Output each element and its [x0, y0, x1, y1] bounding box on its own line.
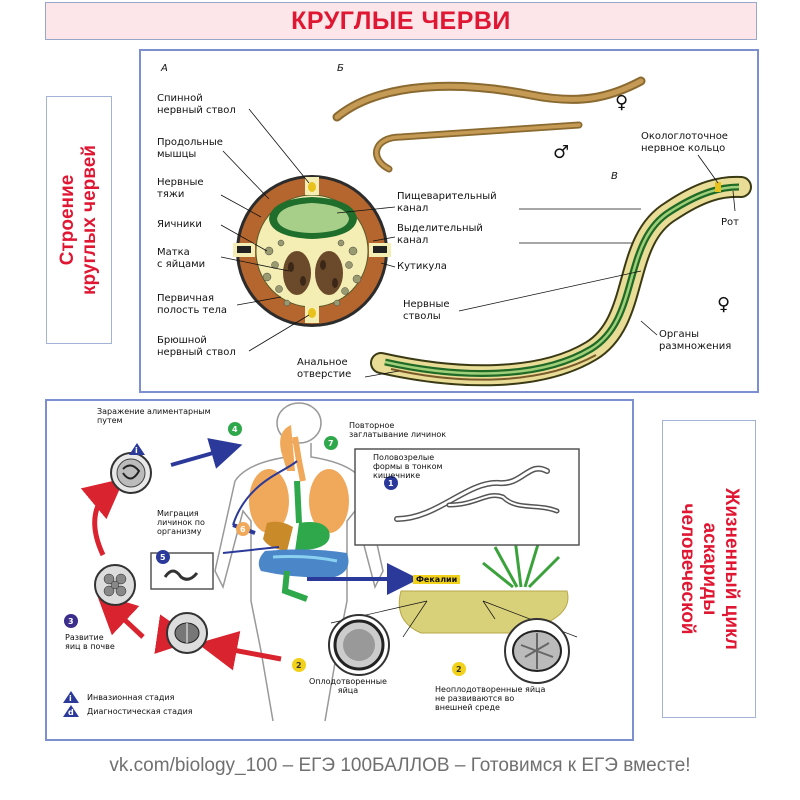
step-1: 1 [388, 479, 394, 488]
step-4: 4 [232, 425, 238, 434]
label-feces: Фекалии [413, 575, 461, 584]
fertilized-egg-magnified [328, 614, 390, 676]
legend-diagnostic-icon [63, 705, 79, 717]
step-5: 5 [160, 553, 166, 562]
footer-text: vk.com/biology_100 – ЕГЭ 100БАЛЛОВ – Гот… [109, 755, 691, 776]
label-ovaries: Яичники [157, 219, 202, 230]
right-caption-box: Жизненный цикл аскариды человеческой [662, 420, 756, 718]
female-symbol-b: ♀ [615, 92, 629, 113]
lifecycle-panel: 4 7 6 5 3 2 2 1 i i d Заражение алимента… [45, 399, 634, 741]
cross-section-diagram [233, 175, 391, 327]
human-organs [249, 425, 349, 602]
label-letter-v: В [611, 171, 618, 182]
step-3: 3 [68, 617, 74, 626]
legend-invasive-label: Инвазионная стадия [87, 693, 175, 702]
legend-invasive-icon [63, 691, 79, 703]
left-caption-line-1: Строение [57, 174, 78, 266]
unfertilized-egg-magnified [504, 618, 570, 684]
step-6: 6 [240, 525, 246, 534]
egg-invasive [110, 452, 152, 494]
structure-drawing [220, 76, 752, 387]
mark-d-legend: d [68, 708, 74, 717]
lifecycle-drawing [63, 402, 580, 722]
label-mouth: Рот [721, 217, 739, 228]
right-caption-line-1: Жизненный цикл [721, 488, 742, 650]
legend-diagnostic-label: Диагностическая стадия [87, 707, 193, 716]
egg-fresh [166, 612, 208, 654]
left-caption: Строение круглых червей [57, 145, 101, 295]
page-title: КРУГЛЫЕ ЧЕРВИ [291, 6, 511, 35]
right-caption-line-2: аскариды [699, 522, 720, 616]
title-banner: КРУГЛЫЕ ЧЕРВИ [45, 2, 757, 40]
step-7: 7 [328, 439, 334, 448]
left-caption-line-2: круглых червей [79, 145, 100, 295]
right-caption: Жизненный цикл аскариды человеческой [676, 488, 742, 650]
intestine-box [354, 448, 580, 546]
label-letter-b: Б [337, 63, 344, 74]
grass [482, 538, 561, 589]
step-2b: 2 [456, 665, 462, 674]
egg-developing [94, 564, 136, 606]
mark-i-infection: i [135, 446, 138, 455]
left-leader-lines [220, 108, 310, 352]
right-caption-line-3: человеческой [677, 503, 698, 635]
label-cuticle: Кутикула [397, 261, 447, 272]
step-markers [64, 422, 466, 676]
left-caption-box: Строение круглых червей [46, 96, 112, 344]
right-leader-lines [336, 206, 641, 268]
label-letter-a: А [161, 63, 168, 74]
worm-longitudinal-section [370, 175, 752, 387]
female-symbol-v: ♀ [717, 294, 731, 315]
step-2a: 2 [296, 661, 302, 670]
male-symbol-b: ♂ [553, 142, 570, 163]
mark-i-legend: i [69, 694, 72, 703]
worm-leader-lines [364, 154, 736, 378]
